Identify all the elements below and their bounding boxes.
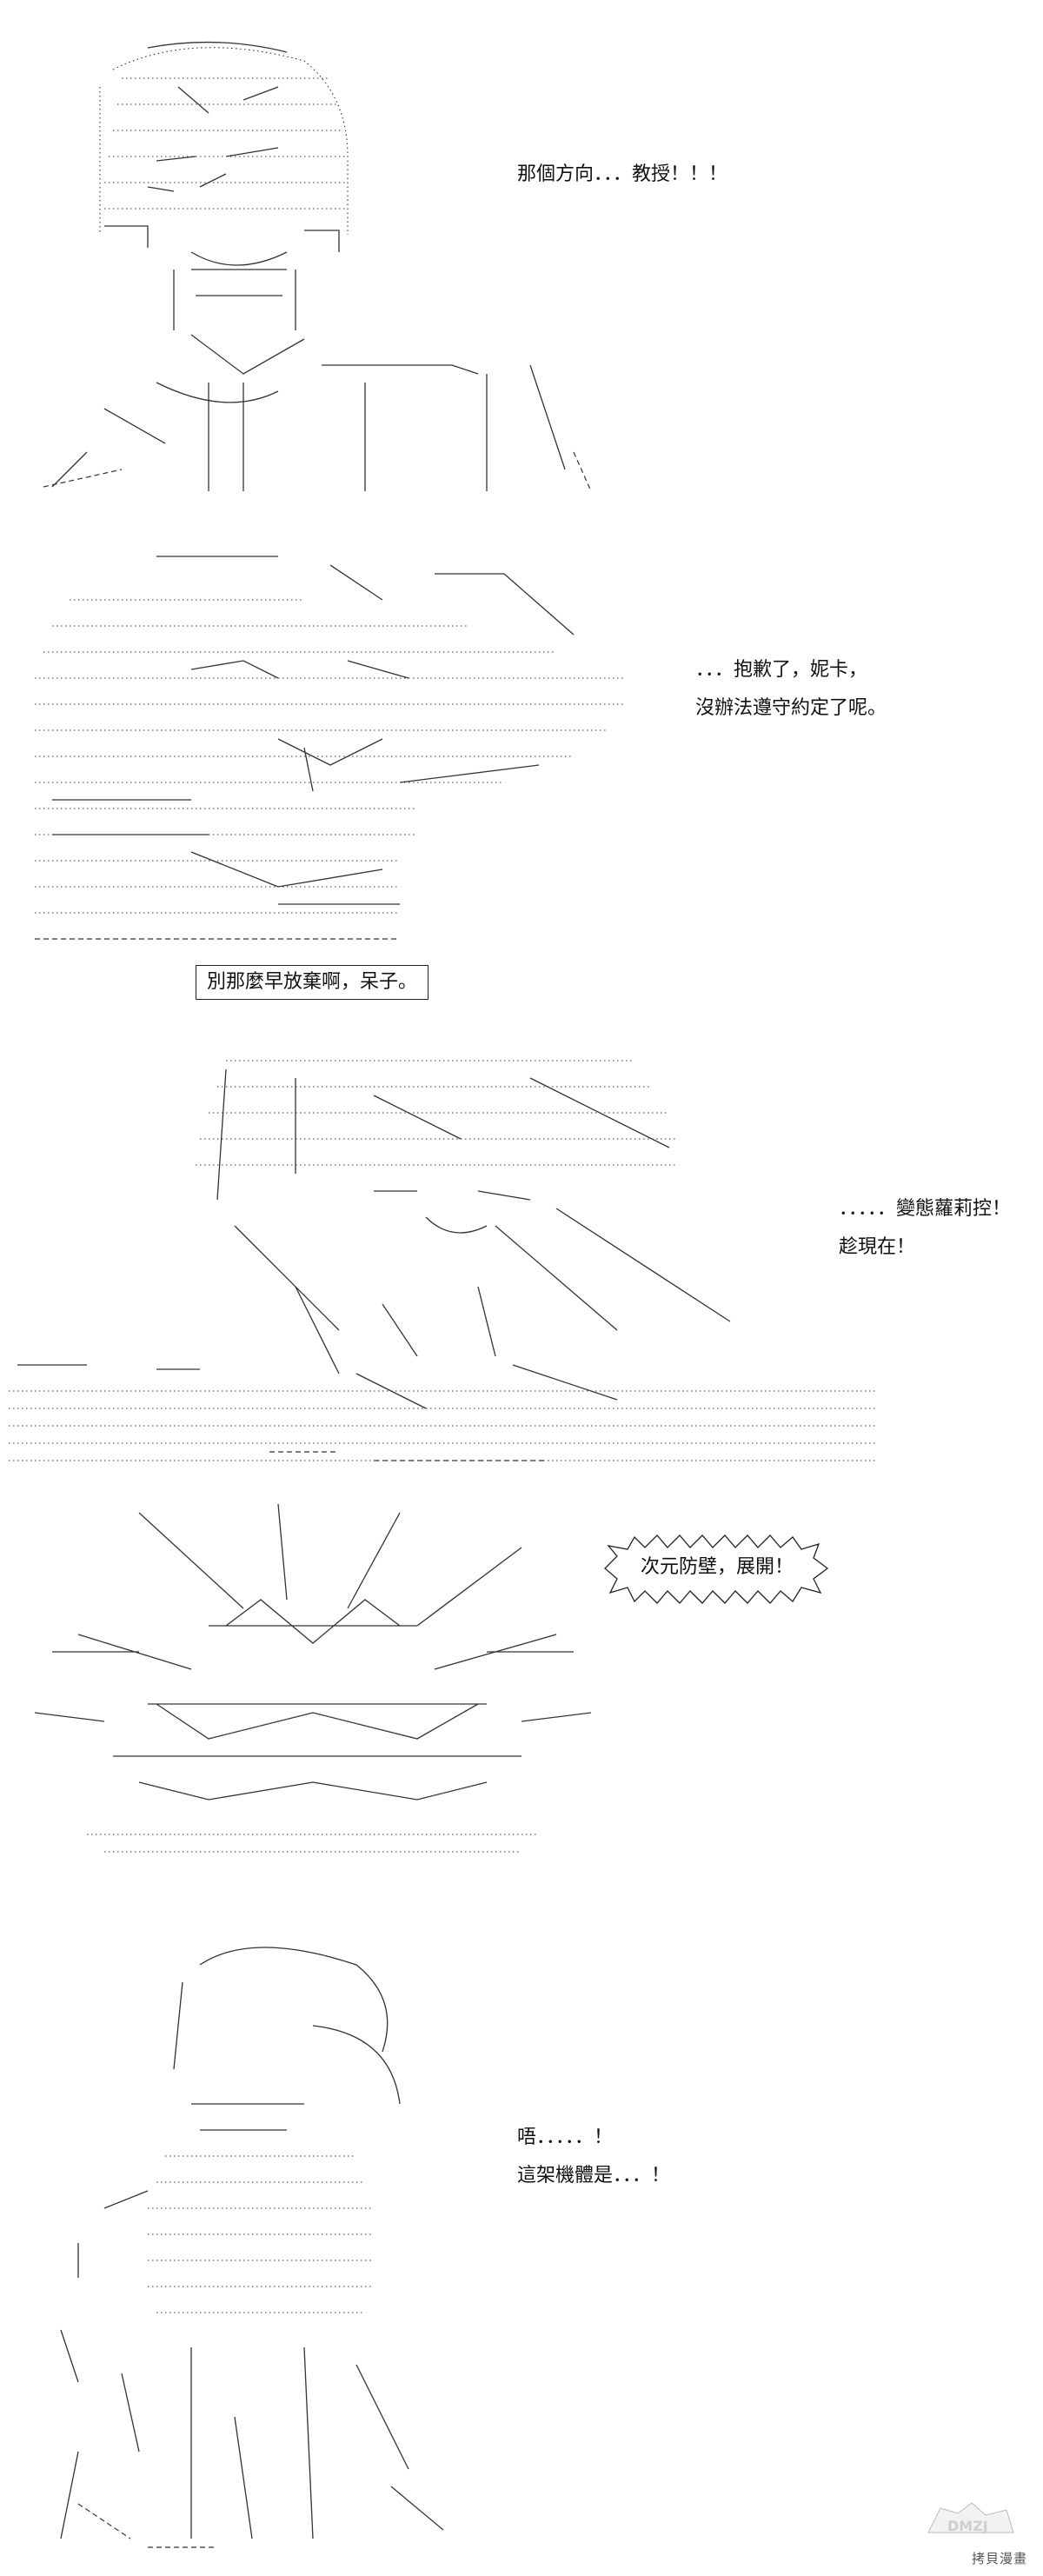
dmzj-logo-icon: DMZJ [927, 2502, 1014, 2534]
offscreen-caption: 別那麼早放棄啊，呆子。 [196, 965, 429, 1000]
dialog-line: ．．．．．變態蘿莉控！ [839, 1198, 1012, 1220]
dialog-line: 這架機體是．．．！ [517, 2165, 671, 2187]
panel-1: 那個方向．．．教授！！！ [0, 0, 1043, 504]
dialog-line: 沒辦法遵守約定了呢。 [695, 697, 887, 719]
attack-scene-art [9, 1043, 878, 1478]
panel-2: ．．．抱歉了，妮卡， 沒辦法遵守約定了呢。 別那麼早放棄啊，呆子。 [0, 504, 1043, 1026]
svg-text:DMZJ: DMZJ [947, 2518, 988, 2534]
mecha-figure-art [26, 1930, 513, 2556]
burst-text: 次元防壁，展開！ [640, 1556, 794, 1578]
dialog-line: 唔．．．．．！ [517, 2127, 614, 2148]
watermark-text: 拷貝漫畫 [971, 2551, 1027, 2566]
dialog-line: 那個方向．．．教授！！！ [517, 163, 728, 185]
panel-5: 唔．．．．．！ 這架機體是．．．！ DMZJ 拷貝漫畫 [0, 1913, 1043, 2576]
panel-3: ．．．．．變態蘿莉控！ 趁現在！ [0, 1026, 1043, 1478]
panel-4: 次元防壁，展開！ [0, 1478, 1043, 1913]
character-portrait-art [17, 17, 626, 504]
character-shoulder-art [17, 539, 678, 948]
shout-burst-bubble: 次元防壁，展開！ [600, 1530, 834, 1608]
dialog-line: 趁現在！ [839, 1236, 916, 1258]
dialog-line: ．．．抱歉了，妮卡， [695, 659, 868, 681]
watermark: DMZJ 拷貝漫畫 [897, 2498, 1027, 2567]
barrier-emblem-art [35, 1495, 591, 1878]
